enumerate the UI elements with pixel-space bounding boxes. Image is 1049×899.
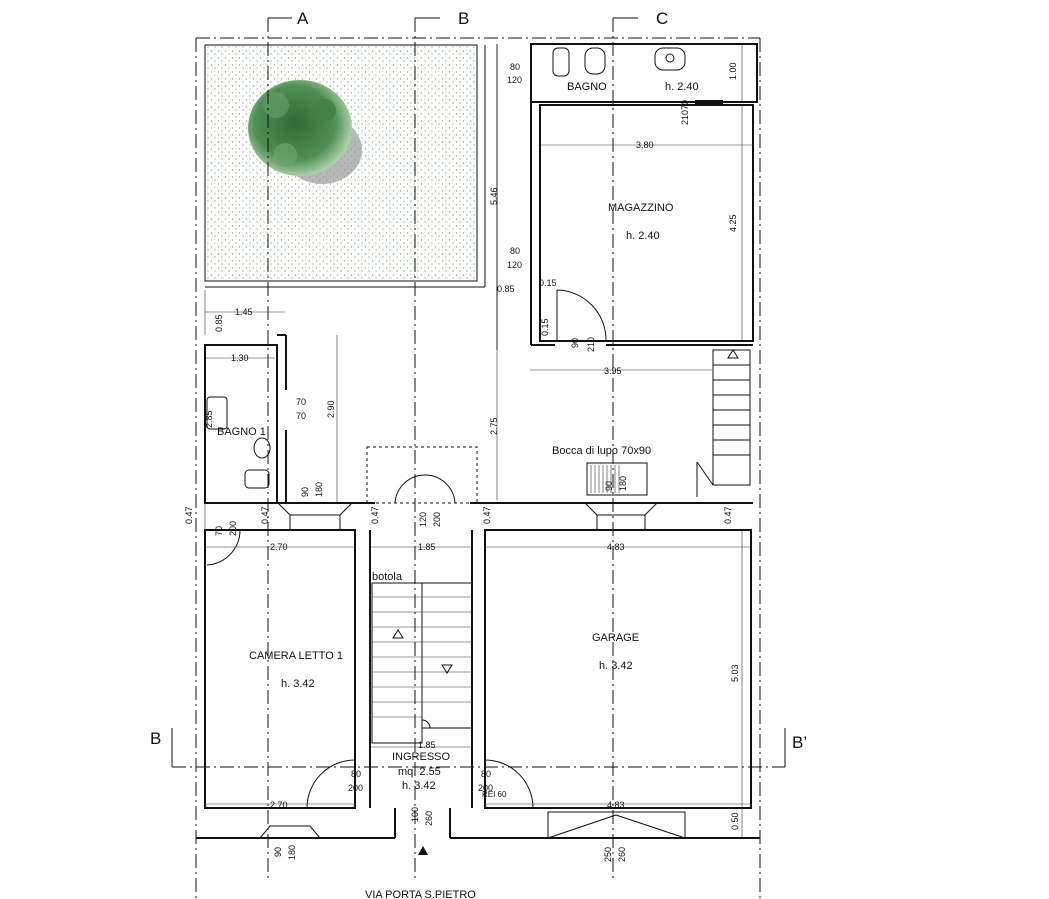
dim-width: 2.70: [270, 542, 288, 552]
dim-door-height: 210: [586, 337, 596, 352]
dim-door-height: 210: [680, 110, 690, 125]
axis-label-b-right: B’: [792, 733, 807, 752]
dim-door-height: 200: [432, 512, 442, 527]
dim-window-width: 90: [273, 847, 283, 857]
axis-label-a: A: [297, 9, 309, 28]
dim-door-height: 120: [507, 260, 522, 270]
dim-height: 2.85: [204, 410, 214, 428]
room-magazzino-height: h. 2.40: [626, 230, 660, 242]
room-ingresso-name: INGRESSO: [392, 751, 451, 763]
dim-door-width: 70: [680, 100, 690, 110]
dim-width: 4.83: [607, 800, 625, 810]
bagno-fixtures: [552, 47, 723, 104]
dim-wall: 0.47: [370, 506, 380, 524]
dim-door-height: 260: [617, 847, 627, 862]
room-garage-height: h. 3.42: [599, 660, 633, 672]
dim-height: 0.85: [214, 314, 224, 332]
dim-door-height: 200: [228, 521, 238, 536]
dim-width: 3.80: [636, 140, 654, 150]
dim-width: 3.95: [604, 366, 622, 376]
rei-label: REI 60: [482, 790, 507, 799]
dim-height: 0.50: [730, 812, 740, 830]
room-magazzino-name: MAGAZZINO: [608, 202, 674, 214]
dim-door-width: 120: [418, 512, 428, 527]
room-ingresso-height: h. 3.42: [402, 780, 436, 792]
door-magazzino: [556, 289, 607, 341]
dim-door-width: 250: [603, 847, 613, 862]
dim-wall: 0.47: [482, 506, 492, 524]
dim-door-width: 70: [296, 397, 306, 407]
doors: [206, 446, 534, 809]
dim-width: 1.85: [418, 740, 436, 750]
room-bagno1-name: BAGNO 1: [217, 426, 266, 438]
dim-width: 0.85: [497, 284, 515, 294]
dim-window-height: 180: [618, 476, 628, 491]
dim-door-width: 80: [510, 62, 520, 72]
dim-wall: 0.47: [723, 506, 733, 524]
dim-wall: 0.47: [260, 506, 270, 524]
axis-label-c: C: [656, 9, 668, 28]
room-bagno-name: BAGNO: [567, 81, 607, 93]
walls-main: [196, 502, 760, 839]
dim-small: 0.15: [539, 278, 557, 288]
room-camera-height: h. 3.42: [281, 678, 315, 690]
dim-door-height: 200: [478, 783, 493, 793]
botola-label: botola: [372, 571, 403, 583]
dim-width: 4.83: [607, 542, 625, 552]
dim-height: 4.25: [728, 214, 738, 232]
tree-icon: [248, 80, 362, 184]
dim-door-width: 80: [481, 769, 491, 779]
stair-right: [696, 349, 751, 497]
room-bagno-height: h. 2.40: [665, 81, 699, 93]
dim-width: 1.45: [235, 307, 253, 317]
dim-window-height: 180: [287, 845, 297, 860]
dim-small: 0.15: [540, 318, 550, 336]
grid-axes: [171, 17, 786, 880]
dim-door-height: 260: [424, 811, 434, 826]
dim-height: 1.00: [728, 62, 738, 80]
dim-window-width: 90: [604, 481, 614, 491]
room-ingresso-area: mq. 2.55: [398, 766, 441, 778]
street-name: VIA PORTA S.PIETRO: [365, 889, 476, 899]
room-camera-name: CAMERA LETTO 1: [249, 650, 343, 662]
garden: [204, 44, 486, 288]
dim-door-width: 80: [510, 246, 520, 256]
dim-door-width: 80: [351, 769, 361, 779]
dim-wall: 0.47: [184, 506, 194, 524]
room-garage-name: GARAGE: [592, 632, 639, 644]
entrance-marker-icon: [418, 846, 428, 855]
dim-height: 5.46: [489, 187, 499, 205]
dim-door-width: 70: [214, 526, 224, 536]
dim-door-width: 90: [570, 338, 580, 348]
dim-height: 2.90: [326, 400, 336, 418]
dim-width: 1.85: [418, 542, 436, 552]
dim-height: 2.75: [489, 417, 499, 435]
dimension-lines: [204, 44, 753, 838]
dim-width: 2.70: [270, 800, 288, 810]
stair-ingresso: [371, 582, 473, 744]
dim-window-height: 180: [314, 482, 324, 497]
axis-label-b: B: [458, 9, 469, 28]
dim-door-height: 200: [348, 783, 363, 793]
dim-height: 5.03: [730, 664, 740, 682]
lightwells: [259, 462, 686, 839]
axis-label-b-left: B: [150, 729, 161, 748]
dim-door-width: 100: [410, 807, 420, 822]
site-boundary: [195, 37, 761, 899]
bocca-di-lupo-label: Bocca di lupo 70x90: [552, 445, 651, 457]
walls-upper-right: [496, 43, 758, 350]
dim-door-height: 120: [507, 75, 522, 85]
dim-door-height: 70: [296, 411, 306, 421]
dim-width: 1.30: [231, 353, 249, 363]
dim-window-width: 90: [300, 487, 310, 497]
